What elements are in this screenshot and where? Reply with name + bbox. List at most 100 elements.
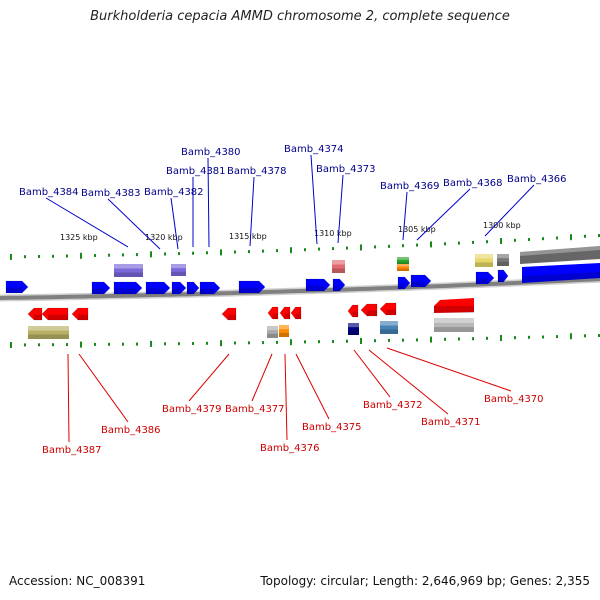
- gene-label-top: Bamb_4369: [380, 181, 440, 192]
- scale-label: 1300 kbp: [483, 221, 521, 230]
- scale-tick: [248, 250, 250, 254]
- scale-tick: [542, 335, 544, 339]
- feature-block-steelblue: [380, 321, 398, 334]
- feature-block-purple: [171, 264, 186, 276]
- feature-block-yellow: [475, 254, 493, 267]
- gene-label-bottom: Bamb_4370: [484, 394, 544, 405]
- forward-gene-shade: [92, 288, 104, 294]
- feature-block-orange: [397, 264, 409, 271]
- feature-block-gray: [497, 254, 509, 266]
- feature-block-purple-highlight: [171, 264, 186, 269]
- scale-tick: [388, 244, 390, 248]
- gene-label-bottom: Bamb_4376: [260, 443, 320, 454]
- forward-gene: [171, 281, 187, 295]
- leader-line-top: [45, 197, 129, 248]
- scale-tick: [122, 342, 124, 346]
- forward-gene-shade: [522, 272, 600, 283]
- reverse-gene: [379, 302, 397, 316]
- reverse-gene-shade: [434, 306, 474, 313]
- gene-label-top: Bamb_4383: [81, 188, 141, 199]
- feature-block-purple-shade: [171, 271, 186, 276]
- scale-tick: [290, 339, 292, 346]
- forward-gene-shade: [187, 288, 194, 294]
- leader-line-top: [337, 174, 344, 244]
- feature-block-lightgray-highlight: [267, 326, 278, 331]
- map-title: Burkholderia cepacia AMMD chromosome 2, …: [90, 9, 510, 24]
- scale-tick: [486, 336, 488, 340]
- leader-line-bottom: [188, 353, 230, 402]
- leader-line-bottom: [67, 353, 70, 443]
- scale-tick: [178, 252, 180, 256]
- forward-gene: [238, 280, 266, 294]
- leader-line-top: [402, 191, 408, 241]
- scale-tick: [528, 238, 530, 241]
- scale-tick: [38, 343, 40, 347]
- scale-tick: [24, 343, 26, 347]
- forward-gene: [410, 274, 432, 288]
- scale-tick: [192, 342, 194, 345]
- scale-tick: [52, 254, 54, 258]
- forward-gene-shade: [306, 285, 324, 291]
- leader-line-top: [207, 157, 210, 248]
- scale-tick: [584, 234, 586, 238]
- gene-label-top: Bamb_4382: [144, 187, 204, 198]
- reverse-gene: [267, 306, 279, 320]
- reverse-gene-shade: [34, 314, 42, 320]
- forward-gene-shade: [200, 288, 214, 294]
- feature-block-lightgray-shade: [434, 327, 474, 332]
- gene-label-bottom: Bamb_4375: [302, 422, 362, 433]
- scale-tick: [262, 341, 264, 345]
- scale-tick: [206, 251, 208, 255]
- forward-gene: [91, 281, 111, 295]
- feature-block-navy: [348, 323, 359, 335]
- scale-tick: [276, 340, 278, 344]
- reverse-gene: [41, 307, 69, 321]
- scale-tick: [500, 238, 502, 244]
- scale-tick: [416, 243, 418, 247]
- scale-tick: [178, 342, 180, 346]
- feature-block-orange-shade: [397, 268, 409, 271]
- scale-tick: [346, 339, 348, 343]
- scale-tick: [94, 342, 96, 346]
- reverse-gene-shade: [295, 313, 301, 319]
- reverse-gene: [290, 306, 302, 320]
- leader-line-top: [107, 198, 161, 250]
- scale-tick: [318, 247, 320, 251]
- scale-tick: [192, 251, 194, 255]
- scale-tick: [598, 234, 600, 237]
- feature-block-gray-shade: [497, 261, 509, 266]
- reverse-gene: [71, 307, 89, 321]
- leader-line-top: [170, 197, 179, 250]
- scale-ticks: [10, 234, 600, 348]
- feature-block-navy-shade: [348, 330, 359, 335]
- scale-tick: [458, 337, 460, 341]
- scale-tick: [66, 254, 68, 258]
- scale-label: 1325 kbp: [60, 233, 98, 242]
- feature-block-navy-highlight: [348, 323, 359, 328]
- scale-tick: [472, 240, 474, 244]
- forward-gene: [397, 276, 411, 290]
- scale-tick: [150, 340, 152, 347]
- scale-tick: [206, 341, 208, 345]
- gene-features: [5, 246, 600, 339]
- feature-block-olive: [28, 326, 69, 339]
- reverse-gene-shade: [48, 314, 68, 320]
- forward-gene-shade: [172, 288, 180, 294]
- scale-tick: [234, 250, 236, 254]
- scale-tick: [374, 245, 376, 249]
- scale-tick: [248, 341, 250, 345]
- scale-tick: [514, 238, 516, 242]
- scale-tick: [584, 334, 586, 338]
- accession-text: Accession: NC_008391: [9, 574, 146, 588]
- forward-gene: [186, 281, 200, 295]
- scale-tick: [570, 234, 572, 241]
- scale-tick: [374, 339, 376, 343]
- scale-tick: [262, 249, 264, 253]
- leader-line-bottom: [386, 347, 512, 392]
- scale-tick: [38, 255, 40, 258]
- gene-label-bottom: Bamb_4372: [363, 400, 423, 411]
- feature-block-olive-shade: [28, 334, 69, 339]
- gene-label-bottom: Bamb_4371: [421, 417, 481, 428]
